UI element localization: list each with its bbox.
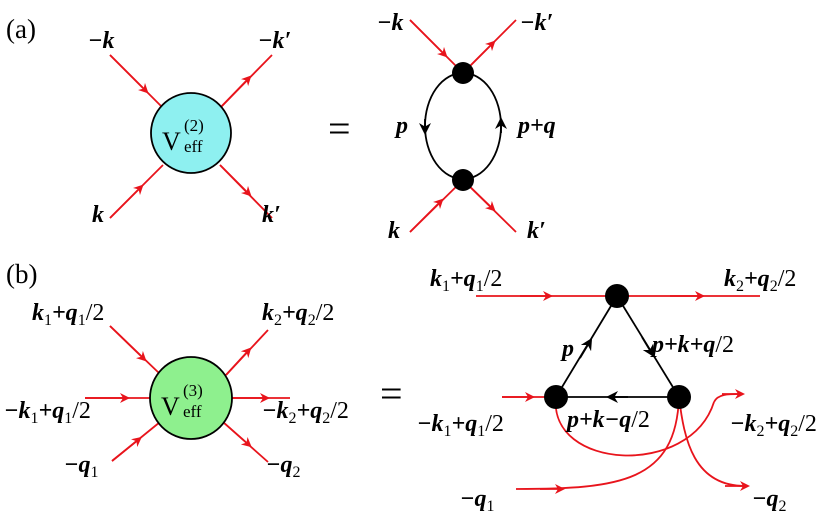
- veff2-sup: (2): [184, 116, 204, 135]
- veff3-circle: [149, 356, 233, 440]
- label-b-k2-plus-q2: k2+q2/2: [262, 300, 334, 329]
- label-a-p: p: [394, 113, 408, 139]
- leg-arrow: [219, 164, 252, 197]
- panel-label-b: (b): [6, 259, 37, 289]
- vertex-dot-left: [544, 385, 568, 409]
- label-a-minus-k-prime: −k′: [258, 28, 291, 54]
- curve-minus-q2-out: [678, 396, 746, 487]
- equals-sign-b: =: [380, 371, 403, 416]
- loop-diagram-a: [409, 19, 517, 233]
- label-b2-k1-plus-q1: k1+q1/2: [430, 266, 502, 295]
- label-b2-minus-k2-plus-q2: −k2+q2/2: [730, 411, 817, 440]
- label-a-loop-minus-k: −k: [377, 10, 404, 36]
- veff3-sub: eff: [183, 402, 202, 421]
- vertex-a-legs: [109, 54, 273, 219]
- label-a-loop-minus-k-prime: −k′: [520, 10, 553, 36]
- leg-arrow: [219, 75, 252, 109]
- label-b2-p: p: [560, 336, 574, 362]
- label-b2-minus-k1-plus-q1: −k1+q1/2: [417, 411, 504, 440]
- veff2-circle: [150, 92, 232, 174]
- label-a-loop-k: k: [388, 218, 400, 244]
- vertex-dot-top: [452, 62, 474, 84]
- label-b-k1-plus-q1: k1+q1/2: [32, 300, 104, 329]
- label-b-minus-k1-plus-q1: −k1+q1/2: [4, 398, 91, 427]
- leg-arrow: [109, 325, 147, 362]
- veff3-label: V (3) eff: [161, 381, 203, 421]
- leg-arrow: [111, 436, 142, 462]
- label-a-k: k: [92, 202, 104, 228]
- prop-arrow: [641, 336, 655, 358]
- vertex-dot-bottom: [452, 169, 474, 191]
- label-b2-p-plus-k-plus-q: p+k+q/2: [650, 332, 734, 358]
- label-b2-minus-q1: −q1: [460, 486, 495, 515]
- veff3-main: V: [161, 392, 180, 421]
- label-b2-k2-plus-q2: k2+q2/2: [724, 266, 796, 295]
- label-a-p-plus-q: p+q: [516, 113, 556, 139]
- panel-label-a: (a): [6, 14, 36, 44]
- vertex-dot-right: [667, 385, 691, 409]
- label-b2-p-plus-k-minus-q: p+k−q/2: [565, 407, 650, 433]
- vertex-dot-top: [605, 284, 629, 308]
- label-b-minus-q2: −q2: [266, 452, 301, 481]
- leg-arrow: [222, 421, 252, 448]
- vertex-b-legs: [85, 325, 290, 463]
- label-a-loop-k-prime: k′: [527, 218, 546, 244]
- leg-arrow: [109, 184, 144, 219]
- leg-arrow: [109, 54, 149, 94]
- triangle-diagram-b: [476, 284, 760, 494]
- leg-arrow: [225, 347, 252, 376]
- veff2-label: V (2) eff: [162, 116, 204, 156]
- veff3-sup: (3): [183, 381, 203, 400]
- label-a-minus-k: −k: [88, 28, 115, 54]
- prop-arrow: [579, 337, 593, 359]
- leg-arrow: [409, 198, 444, 233]
- curve-minus-k2-tail: [713, 393, 741, 403]
- label-b-minus-q1: −q1: [64, 452, 99, 481]
- veff2-main: V: [162, 127, 181, 156]
- leg-arrow: [409, 19, 448, 58]
- label-a-k-prime: k′: [262, 202, 281, 228]
- label-b2-minus-q2: −q2: [752, 486, 787, 515]
- label-b-minus-k2-plus-q2: −k2+q2/2: [262, 398, 349, 427]
- loop-ellipse: [424, 72, 502, 180]
- curve-minus-k2-out: [555, 396, 715, 457]
- equals-sign-a: =: [328, 106, 351, 151]
- veff2-sub: eff: [184, 137, 203, 156]
